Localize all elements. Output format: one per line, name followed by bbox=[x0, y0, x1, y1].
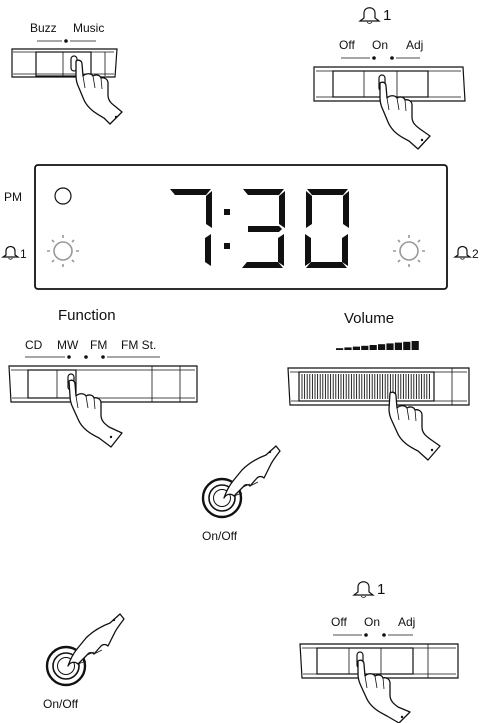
hand-pointer-icon bbox=[0, 0, 481, 723]
